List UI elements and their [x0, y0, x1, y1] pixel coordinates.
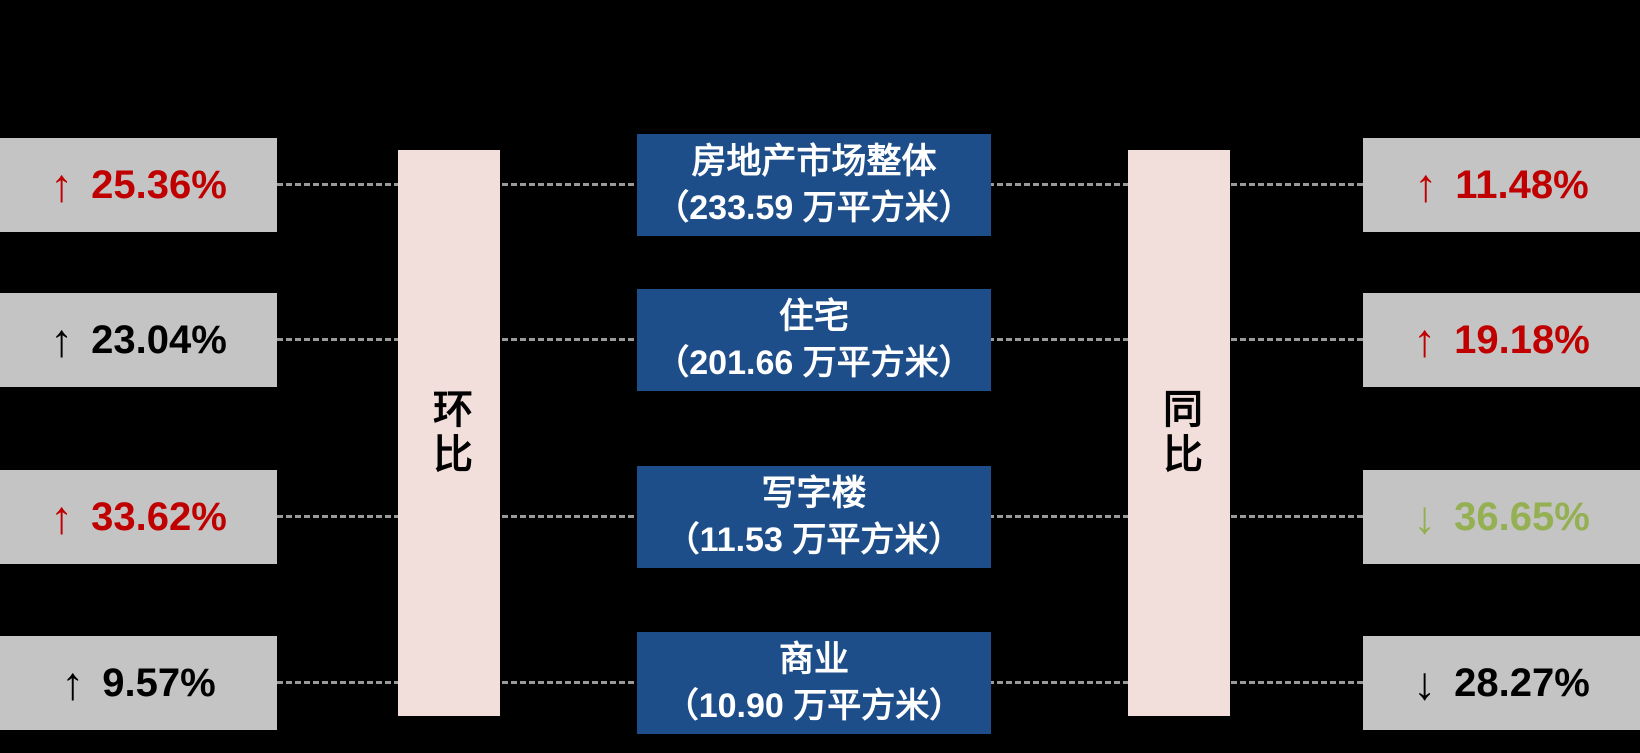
- yoy-change-value-group: ↓ 28.27%: [1413, 660, 1590, 706]
- up-arrow-icon: ↑: [61, 657, 85, 709]
- mom-connector-bar: 环比: [398, 150, 500, 716]
- yoy-change-value: 36.65%: [1454, 495, 1590, 539]
- category-box: 商业 （10.90 万平方米）: [637, 632, 991, 734]
- up-arrow-icon: ↑: [50, 159, 74, 211]
- yoy-change-value-group: ↑ 11.48%: [1414, 162, 1588, 208]
- category-box: 写字楼 （11.53 万平方米）: [637, 466, 991, 568]
- category-title: 写字楼: [761, 474, 867, 514]
- yoy-connector-label: 同比: [1157, 388, 1201, 478]
- yoy-change-box: ↑ 11.48%: [1363, 138, 1640, 232]
- category-area-value: （233.59 万平方米）: [655, 188, 973, 227]
- row-office: ↑ 33.62% 写字楼 （11.53 万平方米） ↓ 36.65%: [0, 466, 1640, 568]
- yoy-connector-bar: 同比: [1128, 150, 1230, 716]
- mom-change-value-group: ↑ 9.57%: [61, 660, 215, 706]
- yoy-change-value: 11.48%: [1455, 163, 1589, 207]
- yoy-change-box: ↓ 36.65%: [1363, 470, 1640, 564]
- mom-change-value: 25.36%: [91, 163, 227, 207]
- up-arrow-icon: ↑: [50, 314, 74, 366]
- mom-change-value: 33.62%: [91, 495, 227, 539]
- mom-change-value-group: ↑ 25.36%: [50, 162, 227, 208]
- category-area-value: （201.66 万平方米）: [655, 343, 973, 382]
- row-commercial: ↑ 9.57% 商业 （10.90 万平方米） ↓ 28.27%: [0, 632, 1640, 734]
- mom-change-value-group: ↑ 33.62%: [50, 494, 227, 540]
- yoy-change-box: ↓ 28.27%: [1363, 636, 1640, 730]
- category-title: 住宅: [778, 297, 849, 337]
- mom-change-value: 23.04%: [91, 318, 227, 362]
- category-box: 住宅 （201.66 万平方米）: [637, 289, 991, 391]
- down-arrow-icon: ↓: [1413, 657, 1437, 709]
- yoy-change-value-group: ↑ 19.18%: [1413, 317, 1590, 363]
- yoy-change-box: ↑ 19.18%: [1363, 293, 1640, 387]
- down-arrow-icon: ↓: [1413, 491, 1437, 543]
- mom-connector-label: 环比: [427, 388, 471, 478]
- mom-change-value: 9.57%: [102, 661, 216, 705]
- mom-change-box: ↑ 25.36%: [0, 138, 277, 232]
- yoy-change-value: 19.18%: [1454, 318, 1590, 362]
- mom-change-value-group: ↑ 23.04%: [50, 317, 227, 363]
- up-arrow-icon: ↑: [50, 491, 74, 543]
- category-title: 房地产市场整体: [691, 142, 937, 182]
- mom-change-box: ↑ 33.62%: [0, 470, 277, 564]
- row-residential: ↑ 23.04% 住宅 （201.66 万平方米） ↑ 19.18%: [0, 289, 1640, 391]
- up-arrow-icon: ↑: [1413, 314, 1437, 366]
- category-area-value: （10.90 万平方米）: [664, 686, 964, 725]
- row-overall: ↑ 25.36% 房地产市场整体 （233.59 万平方米） ↑ 11.48%: [0, 134, 1640, 236]
- category-area-value: （11.53 万平方米）: [665, 520, 963, 559]
- up-arrow-icon: ↑: [1414, 159, 1438, 211]
- yoy-change-value-group: ↓ 36.65%: [1413, 494, 1590, 540]
- mom-change-box: ↑ 9.57%: [0, 636, 277, 730]
- category-title: 商业: [778, 640, 849, 680]
- category-box: 房地产市场整体 （233.59 万平方米）: [637, 134, 991, 236]
- yoy-change-value: 28.27%: [1454, 661, 1590, 705]
- mom-change-box: ↑ 23.04%: [0, 293, 277, 387]
